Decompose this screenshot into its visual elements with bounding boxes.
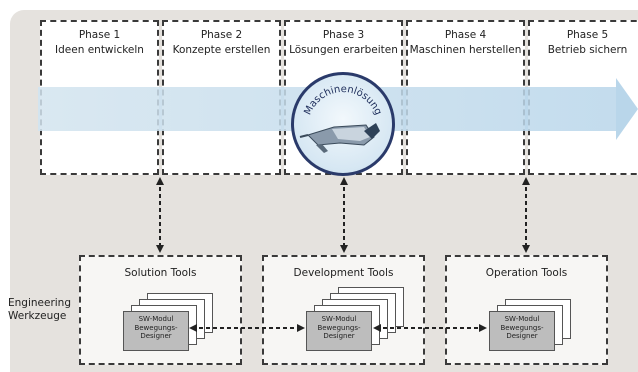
engineering-tools-label: Engineering Werkzeuge: [8, 297, 71, 323]
machine-solution-badge-art: Maschinenlösung: [299, 84, 384, 153]
operation-tools-title: Operation Tools: [485, 267, 568, 279]
phase-2-title: Konzepte erstellen: [172, 44, 271, 56]
phase-2-number: Phase 2: [200, 29, 243, 41]
development-tools-title: Development Tools: [293, 267, 394, 279]
phase-3-title: Lösungen erarbeiten: [289, 44, 398, 56]
phase-5-title: Betrieb sichern: [547, 44, 628, 56]
operation-tools-box: Operation Tools SW-Modul Bewegungs- Desi…: [445, 255, 608, 365]
process-flow-arrowhead-overlay: [616, 78, 638, 140]
sw-module-line-3: Designer: [140, 332, 172, 340]
phase-1-title: Ideen entwickeln: [55, 44, 144, 56]
sw-module-line-2: Bewegungs-: [317, 323, 361, 332]
diagram-stage: Phase 1 Ideen entwickeln Phase 2 Konzept…: [8, 10, 638, 372]
phase-4-title: Maschinen herstellen: [409, 44, 522, 56]
sw-module-line-3: Designer: [506, 332, 538, 340]
machine-icon: [299, 123, 380, 153]
sw-module-label: SW-Modul Bewegungs- Designer: [490, 315, 554, 341]
sw-module-line-2: Bewegungs-: [134, 323, 178, 332]
phase-5-number: Phase 5: [566, 29, 609, 41]
sw-module-card: SW-Modul Bewegungs- Designer: [306, 311, 372, 351]
solution-tools-box: Solution Tools SW-Modul Bewegungs- Desig…: [79, 255, 242, 365]
solution-tools-title: Solution Tools: [124, 267, 197, 279]
sw-module-line-2: Bewegungs-: [500, 323, 544, 332]
engineering-label-line-2: Werkzeuge: [8, 310, 67, 322]
phase-1-number: Phase 1: [78, 29, 121, 41]
sw-module-card: SW-Modul Bewegungs- Designer: [489, 311, 555, 351]
phase-4-number: Phase 4: [444, 29, 487, 41]
sw-module-card: SW-Modul Bewegungs- Designer: [123, 311, 189, 351]
sw-module-label: SW-Modul Bewegungs- Designer: [124, 315, 188, 341]
machine-solution-badge: Maschinenlösung: [291, 72, 395, 176]
sw-module-line-1: SW-Modul: [138, 315, 174, 323]
sw-module-line-3: Designer: [323, 332, 355, 340]
sw-module-label: SW-Modul Bewegungs- Designer: [307, 315, 371, 341]
phase-3-number: Phase 3: [322, 29, 365, 41]
sw-module-line-1: SW-Modul: [321, 315, 357, 323]
sw-module-line-1: SW-Modul: [504, 315, 540, 323]
engineering-label-line-1: Engineering: [8, 297, 71, 309]
connector-layer: [156, 177, 530, 332]
machine-solution-badge-text: Maschinenlösung: [302, 84, 383, 117]
